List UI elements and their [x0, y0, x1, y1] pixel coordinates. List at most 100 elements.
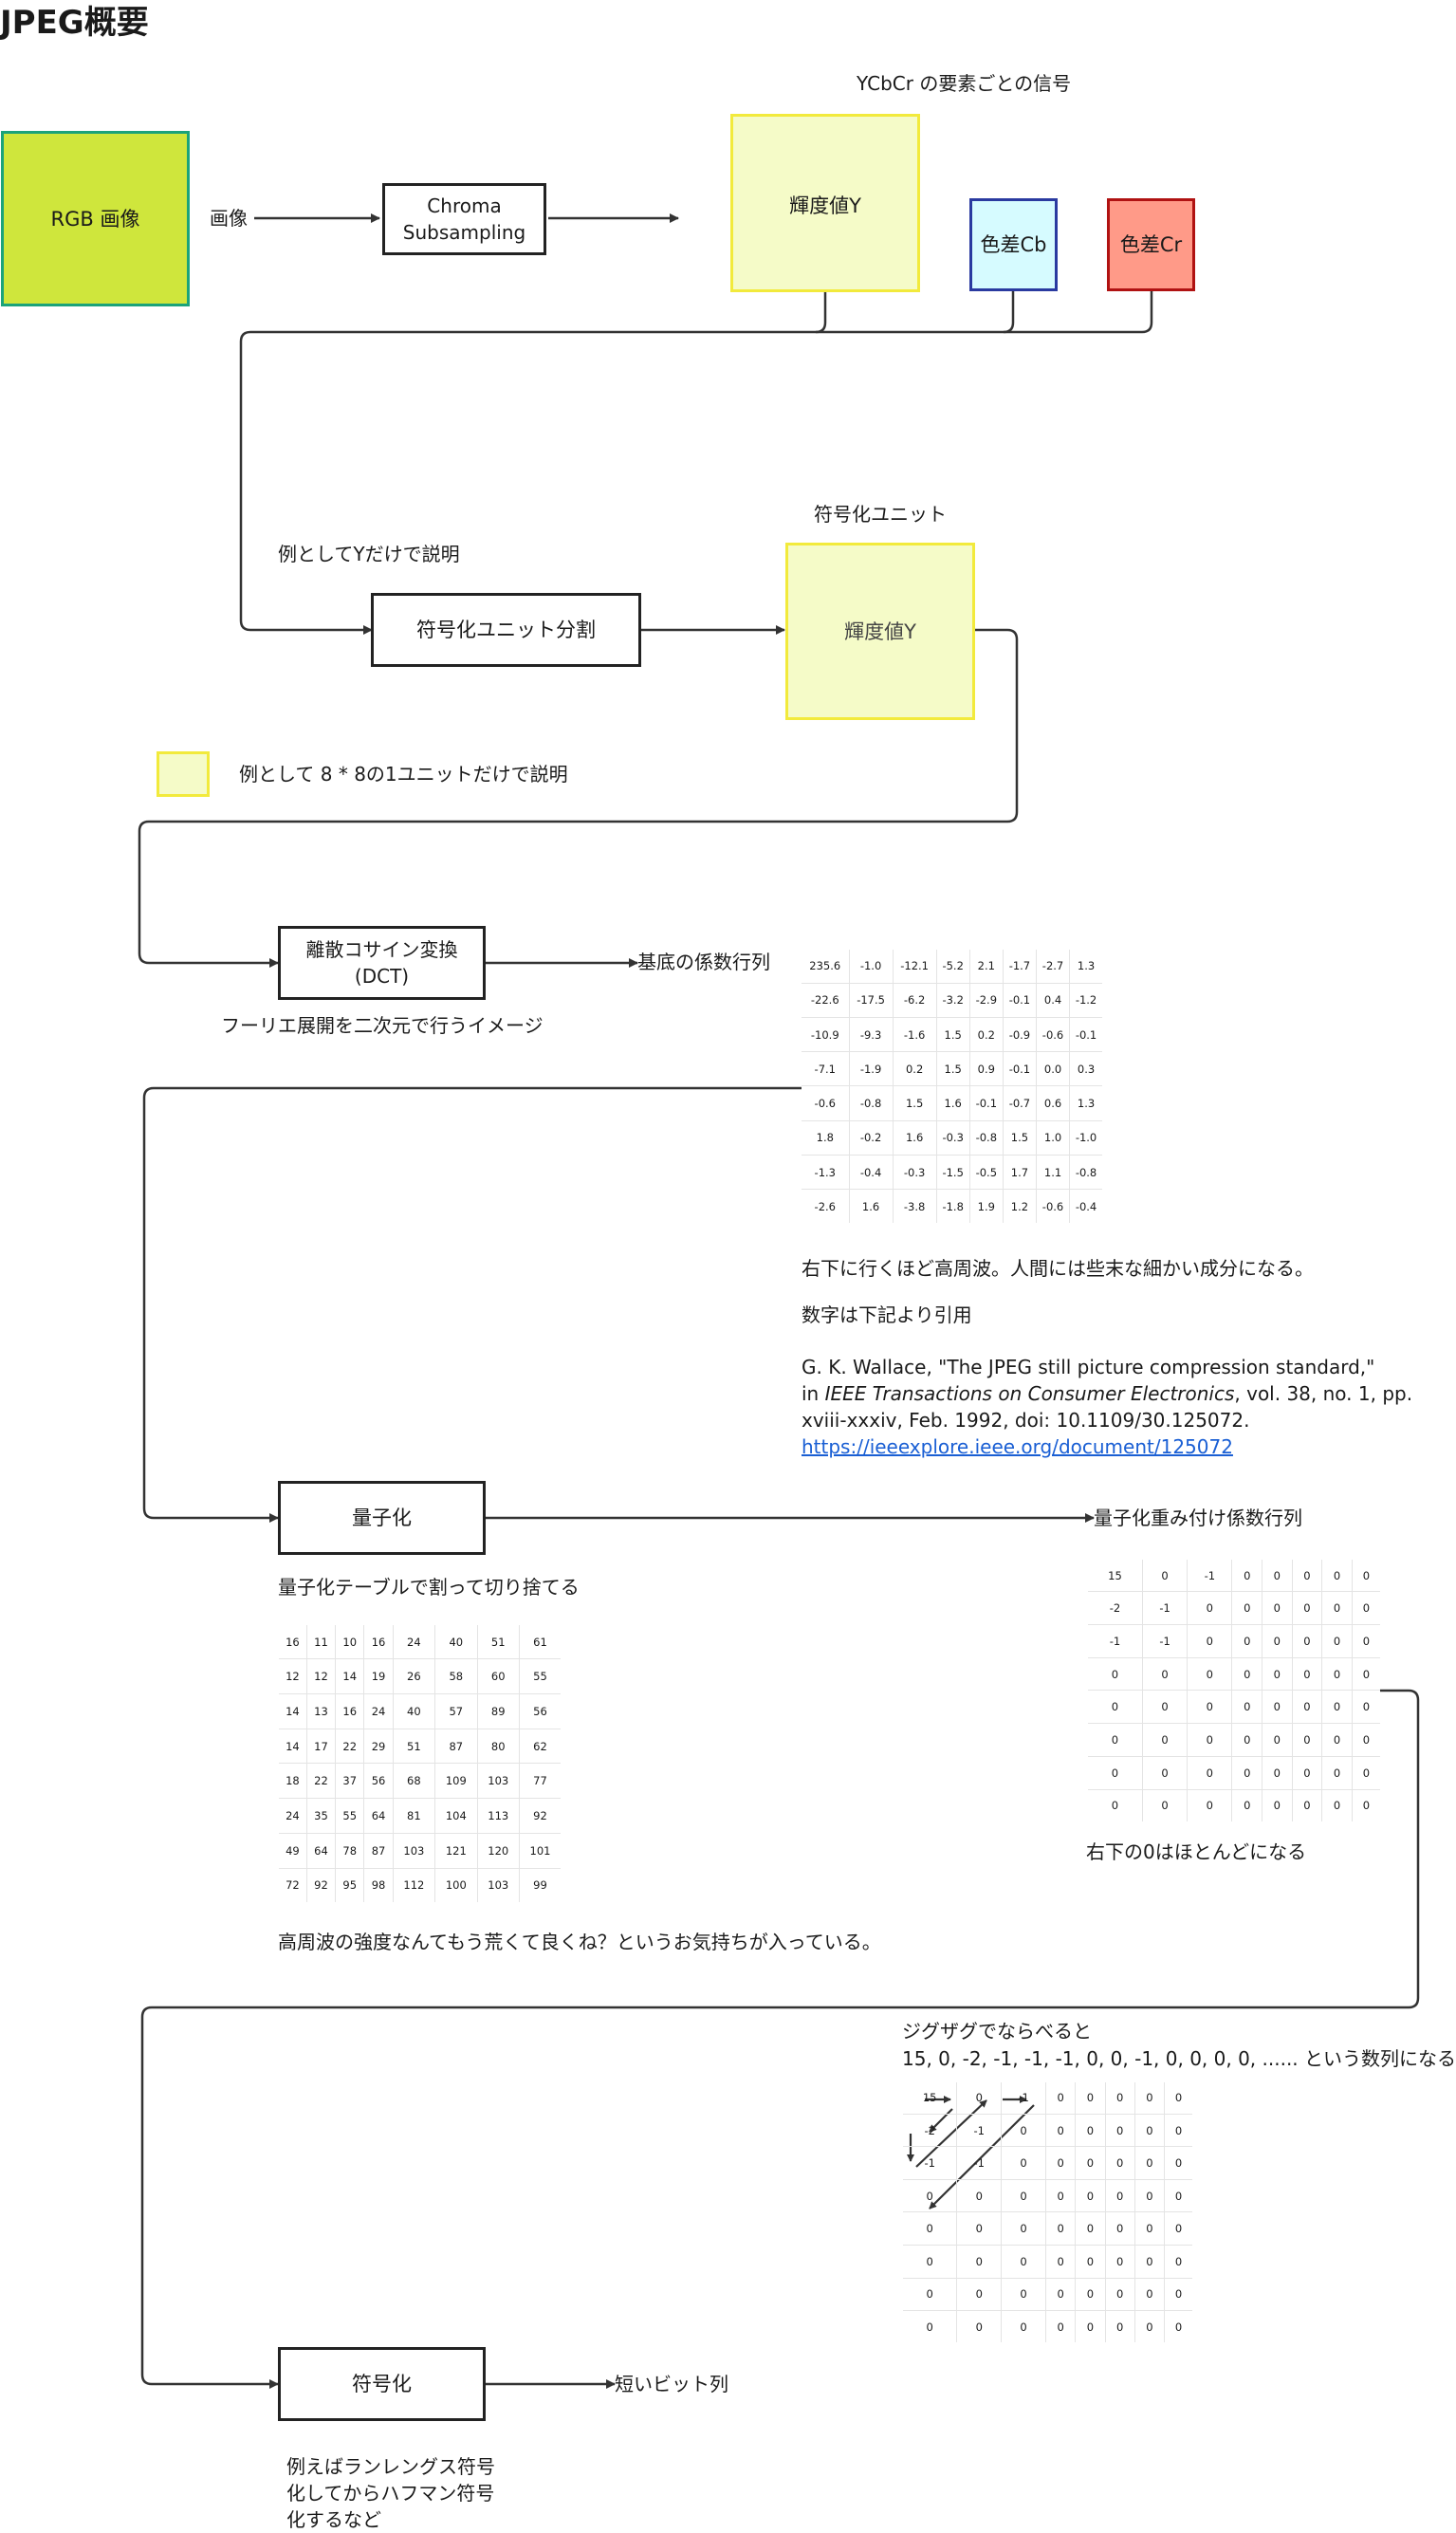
luma-y-box: 輝度値Y [730, 114, 920, 292]
matrix-cell: 0.2 [892, 1051, 937, 1087]
matrix-cell: -1.7 [1002, 950, 1037, 984]
matrix-cell: 22 [335, 1728, 365, 1765]
matrix-cell: -1.2 [1069, 982, 1102, 1018]
matrix-cell: 0 [1164, 2113, 1192, 2148]
chroma-cr-box: 色差Cr [1107, 198, 1195, 291]
matrix-cell: 92 [518, 1798, 561, 1835]
coding-unit-box: 輝度値Y [785, 543, 975, 720]
matrix-cell: 1.5 [935, 1051, 970, 1087]
matrix-cell: 0 [1351, 1756, 1380, 1790]
image-label: 画像 [210, 207, 248, 230]
encoding-note-line-1: 例えばランレングス符号 [286, 2455, 495, 2478]
matrix-cell: 55 [335, 1798, 365, 1835]
matrix-cell: -1.9 [848, 1051, 894, 1087]
matrix-cell: 0 [1321, 1623, 1353, 1658]
matrix-cell: 78 [335, 1833, 365, 1869]
matrix-cell: 113 [476, 1798, 520, 1835]
matrix-cell: 0 [1321, 1756, 1353, 1790]
matrix-cell: -7.1 [802, 1051, 850, 1087]
matrix-cell: 0 [1351, 1656, 1380, 1692]
matrix-cell: 0 [1262, 1723, 1293, 1758]
matrix-cell: 0 [1187, 1756, 1233, 1790]
matrix-cell: 0 [1321, 1723, 1353, 1758]
matrix-cell: 35 [305, 1798, 337, 1835]
matrix-cell: 56 [363, 1763, 394, 1800]
matrix-cell: 0 [1044, 2245, 1077, 2279]
matrix-cell: -0.1 [968, 1085, 1004, 1121]
chroma-cb-box: 色差Cb [969, 198, 1058, 291]
matrix-cell: 0 [1141, 1788, 1189, 1821]
arrow-unit-to-dct [138, 628, 1019, 968]
matrix-cell: -0.3 [935, 1119, 970, 1156]
matrix-cell: -0.8 [1069, 1155, 1102, 1191]
legend-swatch [157, 751, 210, 797]
matrix-cell: 51 [392, 1728, 436, 1765]
matrix-cell: 0 [1075, 2113, 1106, 2148]
matrix-cell: 16 [279, 1625, 307, 1660]
matrix-cell: 1.0 [1035, 1119, 1071, 1156]
matrix-cell: -0.4 [848, 1155, 894, 1191]
matrix-cell: 26 [392, 1658, 436, 1694]
matrix-cell: -22.6 [802, 982, 850, 1018]
matrix-cell: 1.6 [848, 1189, 894, 1223]
matrix-cell: 0 [903, 2277, 958, 2312]
matrix-cell: 0 [1262, 1756, 1293, 1790]
matrix-cell: 0 [1291, 1756, 1323, 1790]
matrix-cell: 77 [518, 1763, 561, 1800]
matrix-cell: 0 [1351, 1623, 1380, 1658]
matrix-cell: 0 [1231, 1690, 1263, 1725]
zigzag-line-1: ジグザグでならべると [902, 2020, 1092, 2043]
reference-link[interactable]: https://ieeexplore.ieee.org/document/125… [802, 1435, 1233, 1458]
matrix-cell: -1.0 [848, 950, 894, 984]
matrix-cell: -1 [1187, 1560, 1233, 1593]
matrix-cell: 19 [363, 1658, 394, 1694]
matrix-cell: 0 [1001, 2277, 1046, 2312]
matrix-cell: 0 [1044, 2146, 1077, 2180]
matrix-cell: 0 [1351, 1723, 1380, 1758]
matrix-cell: 12 [305, 1658, 337, 1694]
matrix-cell: -0.3 [892, 1155, 937, 1191]
matrix-cell: 0 [1104, 2277, 1135, 2312]
matrix-cell: 0 [1231, 1756, 1263, 1790]
matrix-cell: -1 [1141, 1591, 1189, 1625]
quantization-box: 量子化 [278, 1481, 486, 1555]
matrix-cell: 0 [1075, 2178, 1106, 2213]
matrix-cell: 0 [1291, 1690, 1323, 1725]
matrix-cell: 0 [1001, 2211, 1046, 2246]
matrix-cell: -0.9 [1002, 1016, 1037, 1053]
matrix-cell: 15 [903, 2082, 958, 2115]
reference-line-3: xviii-xxxiv, Feb. 1992, doi: 10.1109/30.… [802, 1409, 1250, 1432]
matrix-cell: 15 [1088, 1560, 1143, 1593]
dct-caption: フーリエ展開を二次元で行うイメージ [221, 1014, 544, 1037]
matrix-cell: 0 [1351, 1690, 1380, 1725]
quantization-caption: 量子化テーブルで割って切り捨てる [278, 1576, 580, 1599]
legend-note: 例として 8 * 8の1ユニットだけで説明 [239, 763, 568, 786]
matrix-cell: -0.4 [1069, 1189, 1102, 1223]
matrix-cell: 64 [363, 1798, 394, 1835]
matrix-cell: -10.9 [802, 1016, 850, 1053]
matrix-cell: 0 [1104, 2082, 1135, 2115]
matrix-cell: 40 [392, 1692, 436, 1729]
matrix-cell: 0 [1291, 1656, 1323, 1692]
arrow-weighted-to-encode [140, 1689, 1420, 2389]
matrix-cell: 16 [363, 1625, 394, 1660]
matrix-cell: 0 [1044, 2082, 1077, 2115]
matrix-cell: 0 [1141, 1756, 1189, 1790]
matrix-cell: 0 [1231, 1788, 1263, 1821]
matrix-cell: -0.6 [1035, 1016, 1071, 1053]
matrix-cell: -5.2 [935, 950, 970, 984]
matrix-cell: 0 [1321, 1690, 1353, 1725]
matrix-cell: 103 [476, 1763, 520, 1800]
